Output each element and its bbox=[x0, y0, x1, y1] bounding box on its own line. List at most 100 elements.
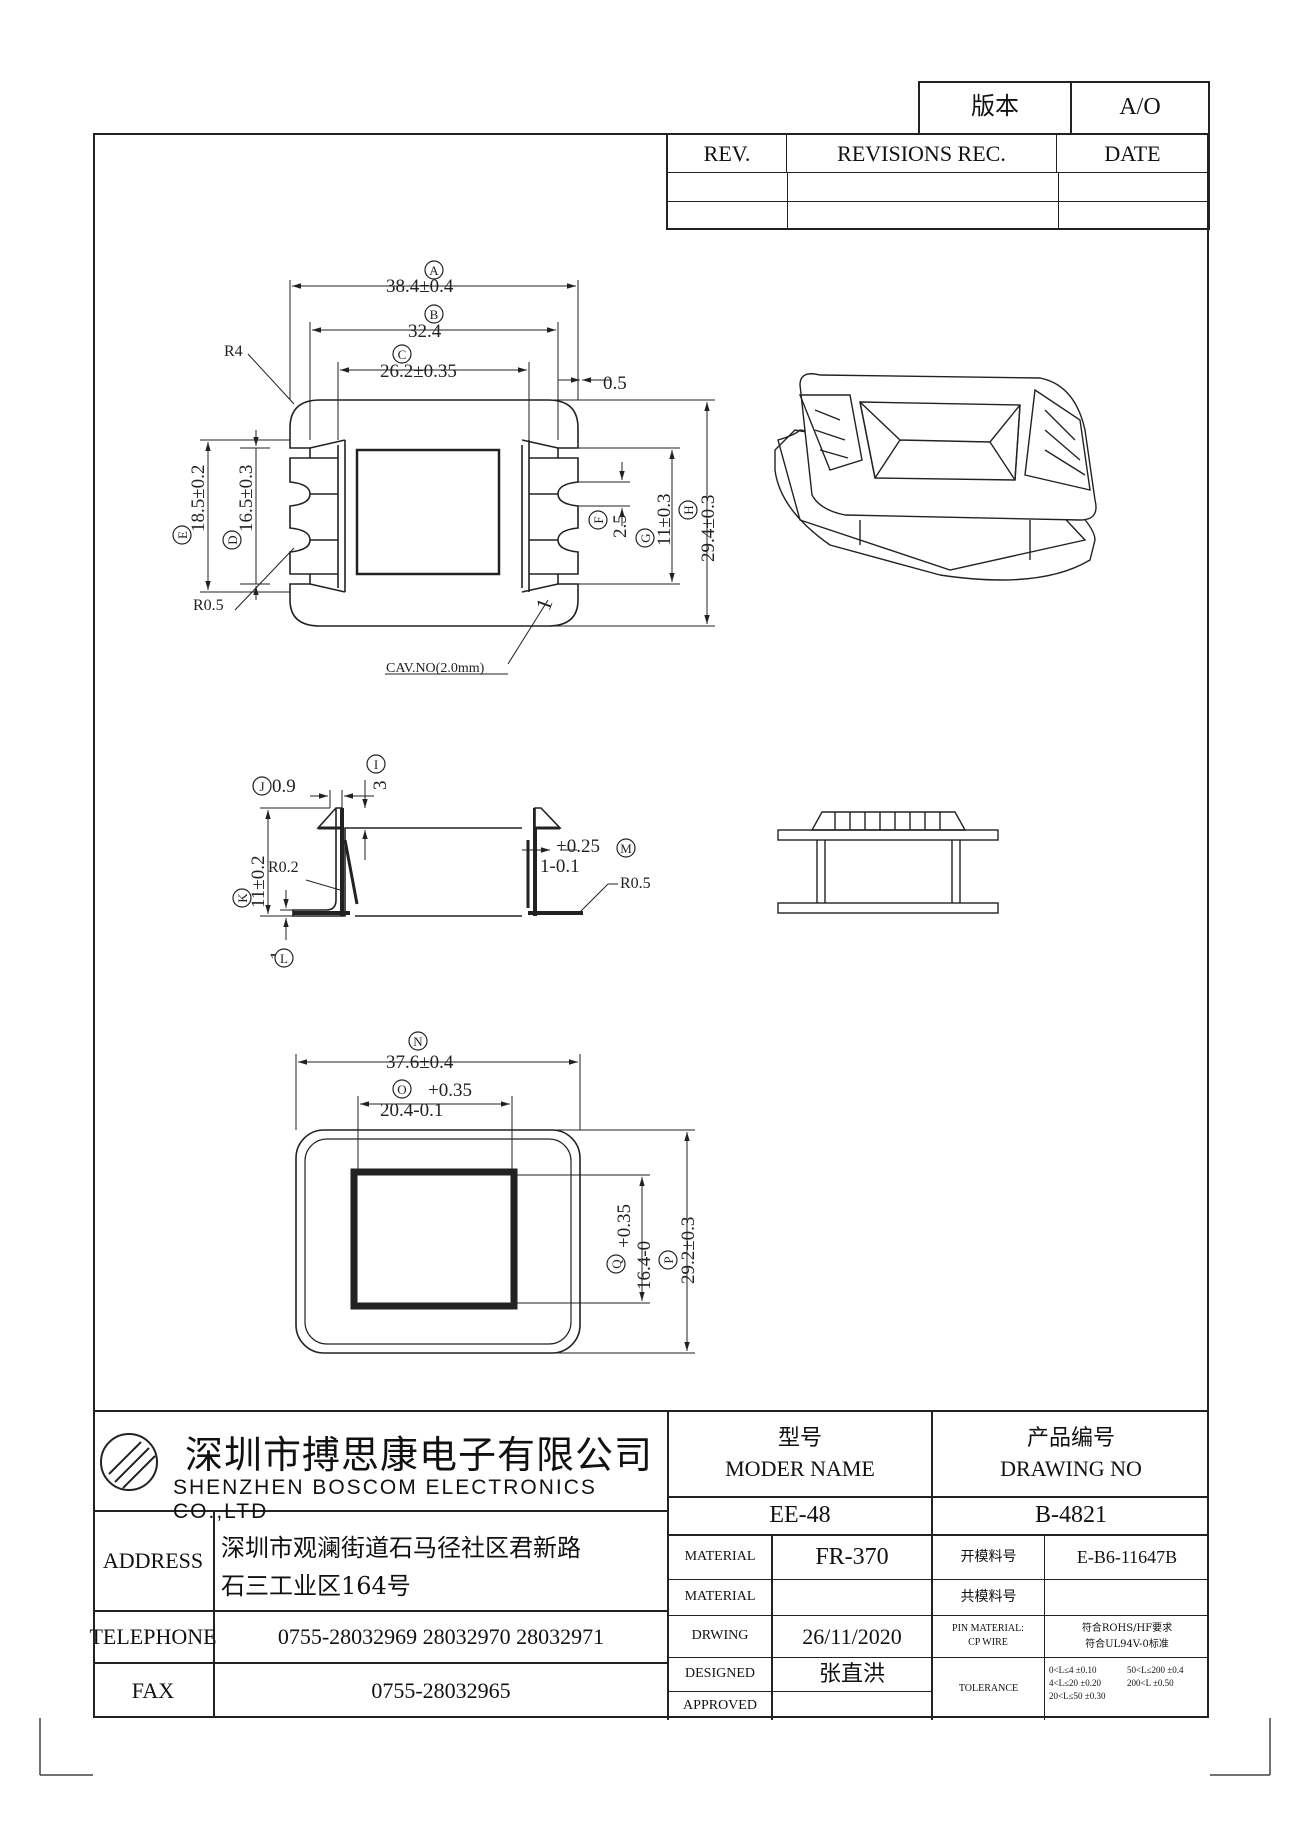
drawing-en: DRAWING NO bbox=[1000, 1456, 1142, 1482]
balloon-label-a: A bbox=[429, 263, 439, 278]
fax-label: FAX bbox=[93, 1664, 215, 1718]
dim-K: 11±0.2 bbox=[248, 856, 269, 908]
balloon-j bbox=[252, 776, 272, 796]
drawing-header: 产品编号 DRAWING NO bbox=[933, 1412, 1209, 1498]
balloon-label-m: M bbox=[620, 841, 632, 856]
dim-Q-upper: +0.35 bbox=[614, 1204, 635, 1248]
dim-M-lower: 1-0.1 bbox=[540, 856, 580, 877]
balloon-label-e: E bbox=[175, 531, 190, 539]
material2-label: MATERIAL bbox=[669, 1580, 773, 1616]
dim-F: 2.5 bbox=[610, 514, 631, 538]
dim-J: 0.9 bbox=[272, 776, 296, 797]
balloon-o bbox=[392, 1079, 412, 1099]
address-label: ADDRESS bbox=[93, 1512, 215, 1610]
designed-value: 张直洪 bbox=[773, 1658, 933, 1692]
address-line-2: 石三工业区164号 bbox=[221, 1572, 411, 1600]
side-view bbox=[292, 807, 583, 917]
balloon-label-k: K bbox=[235, 893, 250, 903]
label-R05: R0.5 bbox=[193, 597, 224, 614]
balloon-label-f: F bbox=[591, 516, 606, 523]
rev-row bbox=[668, 173, 1208, 202]
drawing-frame bbox=[93, 133, 1209, 1718]
company-name-cn: 深圳市搏思康电子有限公司 bbox=[185, 1433, 654, 1477]
label-R05-side: R0.5 bbox=[620, 875, 651, 892]
balloon-c bbox=[392, 344, 412, 364]
dim-A: 38.4±0.4 bbox=[386, 276, 454, 297]
drawing-label: DRWING bbox=[669, 1616, 773, 1658]
fax-row: FAX 0755-28032965 bbox=[93, 1664, 669, 1720]
balloon-p bbox=[658, 1250, 678, 1270]
rev-header: REV. bbox=[668, 135, 787, 173]
balloon-label-h: H bbox=[681, 505, 696, 514]
dim-B: 32.4 bbox=[408, 321, 442, 342]
label-R02: R0.2 bbox=[268, 859, 299, 876]
tolerance-label: TOLERANCE bbox=[933, 1658, 1045, 1720]
title-block: 深圳市搏思康电子有限公司 SHENZHEN BOSCOM ELECTRONICS… bbox=[89, 1410, 1209, 1720]
shared-no-label: 共模料号 bbox=[933, 1580, 1045, 1616]
mold-no-label: 开模料号 bbox=[933, 1536, 1045, 1580]
balloon-label-b: B bbox=[430, 307, 439, 322]
dim-G: 11±0.3 bbox=[654, 494, 675, 546]
model-header: 型号 MODER NAME bbox=[669, 1412, 933, 1498]
balloon-label-g: G bbox=[638, 533, 653, 542]
balloon-label-n: N bbox=[413, 1034, 423, 1049]
model-cn: 型号 bbox=[777, 1426, 822, 1452]
balloon-n bbox=[408, 1031, 428, 1051]
material-label: MATERIAL bbox=[669, 1536, 773, 1580]
balloon-q bbox=[606, 1254, 626, 1274]
balloon-label-d: D bbox=[225, 535, 240, 544]
cav-mark: 1 bbox=[530, 595, 557, 614]
top-view-dimensions bbox=[200, 280, 715, 675]
dim-O-lower: 20.4-0.1 bbox=[380, 1100, 443, 1121]
dim-Q-lower: 16.4-0 bbox=[634, 1241, 655, 1290]
revisions-rec-header: REVISIONS REC. bbox=[787, 135, 1057, 173]
side-view-dimensions bbox=[260, 780, 618, 940]
tol-5: 20<L≤50 ±0.30 bbox=[1049, 1691, 1106, 1701]
isometric-view bbox=[774, 373, 1097, 581]
pin-material-value: 符合ROHS/HF要求 符合UL94V-0标准 bbox=[1045, 1616, 1209, 1658]
side-elevation-view bbox=[777, 811, 999, 914]
pin-value-2: 符合UL94V-0标准 bbox=[1085, 1639, 1169, 1651]
pin-value-1: 符合ROHS/HF要求 bbox=[1081, 1623, 1173, 1635]
bottom-view-dimensions bbox=[295, 1054, 695, 1354]
balloon-l bbox=[274, 948, 294, 968]
balloon-label-l: L bbox=[280, 951, 288, 966]
dim-P: 29.2±0.3 bbox=[678, 1217, 699, 1284]
side-view-labels: 0.9 3 +0.25 1-0.1 R0.2 R0.5 11±0.2 1 bbox=[248, 776, 651, 960]
address-line-1: 深圳市观澜街道石马径社区君新路 bbox=[221, 1534, 581, 1562]
label-R4: R4 bbox=[224, 343, 243, 360]
balloon-label-c: C bbox=[398, 347, 407, 362]
tolerance-values: 0<L≤4 ±0.10 50<L≤200 ±0.4 4<L≤20 ±0.20 2… bbox=[1049, 1664, 1209, 1720]
fax-value: 0755-28032965 bbox=[371, 1678, 511, 1704]
pin-label-2: CP WIRE bbox=[968, 1637, 1008, 1649]
tol-3: 4<L≤20 ±0.20 bbox=[1049, 1678, 1101, 1688]
balloon-h bbox=[678, 500, 698, 520]
designed-label: DESIGNED bbox=[669, 1658, 773, 1692]
shared-no-value bbox=[1045, 1580, 1209, 1616]
approved-value bbox=[773, 1692, 933, 1720]
material2-value bbox=[773, 1580, 933, 1616]
telephone-row: TELEPHONE 0755-28032969 28032970 2803297… bbox=[89, 1612, 669, 1664]
dim-D: 16.5±0.3 bbox=[236, 465, 257, 532]
balloon-k bbox=[232, 888, 252, 908]
approved-label: APPROVED bbox=[669, 1692, 773, 1720]
tol-2: 50<L≤200 ±0.4 bbox=[1127, 1665, 1184, 1675]
telephone-value: 0755-28032969 28032970 28032971 bbox=[277, 1624, 605, 1650]
company-section: 深圳市搏思康电子有限公司 SHENZHEN BOSCOM ELECTRONICS… bbox=[93, 1412, 669, 1523]
version-label: 版本 bbox=[920, 83, 1072, 133]
company-logo-icon bbox=[100, 1433, 158, 1491]
dim-M-upper: +0.25 bbox=[556, 836, 600, 857]
balloon-i bbox=[366, 754, 386, 774]
drawing-date: 26/11/2020 bbox=[773, 1616, 933, 1658]
balloon-a bbox=[424, 260, 444, 280]
drawing-value: B-4821 bbox=[933, 1498, 1209, 1536]
dim-C: 26.2±0.35 bbox=[380, 361, 457, 382]
model-value: EE-48 bbox=[669, 1498, 933, 1536]
dim-gap: 0.5 bbox=[603, 373, 627, 394]
rev-col-divider bbox=[787, 173, 1059, 228]
address-row: ADDRESS 深圳市观澜街道石马径社区君新路 石三工业区164号 bbox=[93, 1512, 669, 1612]
model-en: MODER NAME bbox=[725, 1456, 875, 1482]
